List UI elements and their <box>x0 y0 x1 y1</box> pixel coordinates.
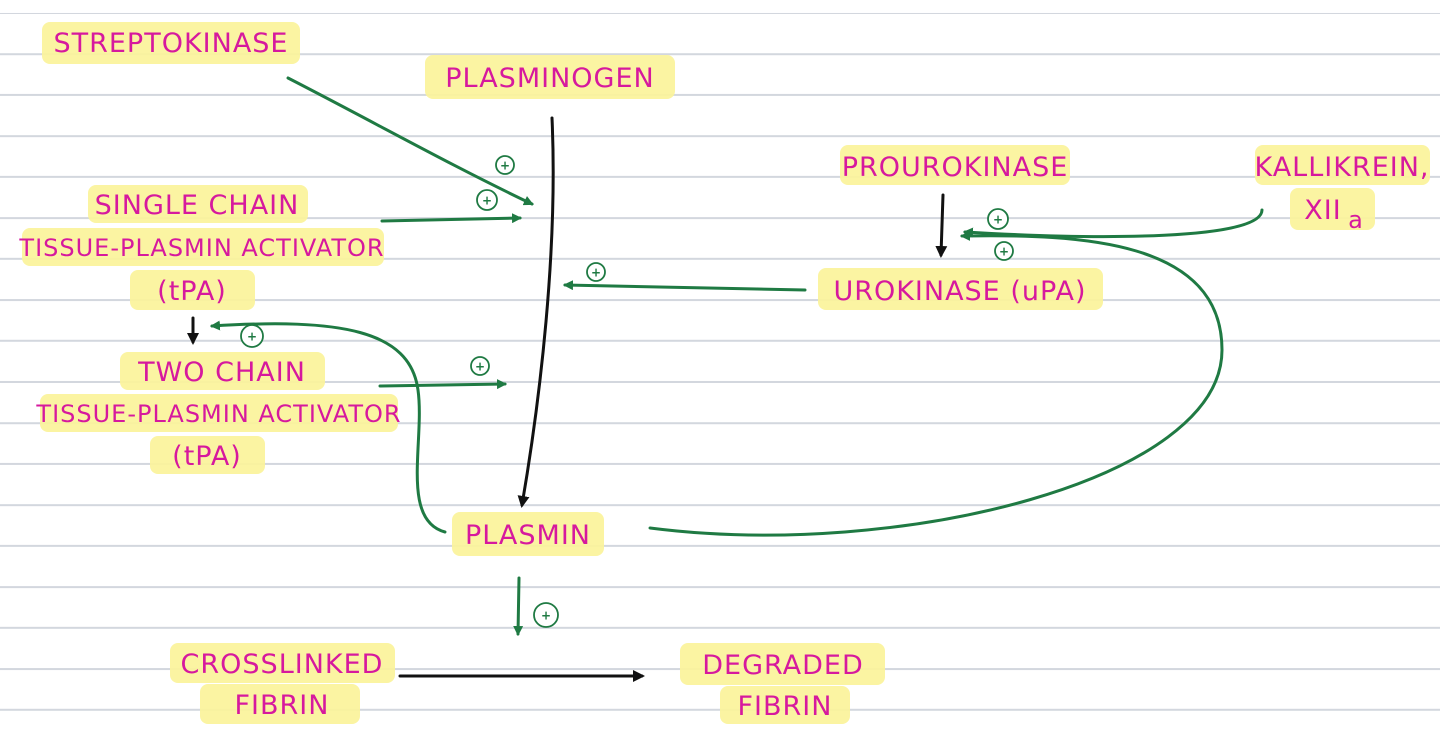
plus-marker-feedback-two-chain: + <box>240 324 264 348</box>
svg-text:+: + <box>482 194 492 208</box>
plus-marker-fibrin: + <box>533 602 559 628</box>
svg-text:+: + <box>541 609 551 623</box>
plasmin-to-two-chain-feedback-arrow <box>210 320 447 534</box>
two-chain-line-2: TISSUE-PLASMIN ACTIVATOR <box>35 400 401 428</box>
degraded-line-2: FIBRIN <box>738 691 833 722</box>
single-chain-tpa-label: SINGLE CHAIN TISSUE-PLASMIN ACTIVATOR (t… <box>18 190 384 307</box>
two-chain-tpa-arrow <box>378 379 507 390</box>
plasminogen-to-plasmin-arrow <box>517 116 555 508</box>
svg-text:+: + <box>999 245 1009 259</box>
urokinase-arrow <box>563 280 807 292</box>
kallikrein-line-2: XII <box>1304 195 1341 226</box>
prourokinase-label: PROUROKINASE <box>842 152 1069 183</box>
two-chain-line-1: TWO CHAIN <box>137 357 306 388</box>
plus-marker-streptokinase: + <box>495 155 515 175</box>
svg-text:+: + <box>591 266 601 280</box>
streptokinase-label: STREPTOKINASE <box>53 28 288 59</box>
single-chain-line-3: (tPA) <box>157 276 227 307</box>
activation-markers: + + + + + + + + <box>240 155 1014 628</box>
single-chain-line-2: TISSUE-PLASMIN ACTIVATOR <box>18 234 384 262</box>
crosslinked-line-2: FIBRIN <box>235 690 330 721</box>
kallikrein-subscript: a <box>1348 206 1364 234</box>
svg-text:+: + <box>475 360 485 374</box>
highlights <box>22 22 1430 724</box>
prourokinase-to-urokinase-arrow <box>935 193 948 258</box>
plasminogen-label: PLASMINOGEN <box>445 63 654 94</box>
svg-text:+: + <box>993 213 1003 227</box>
two-chain-line-3: (tPA) <box>172 441 242 472</box>
degraded-line-1: DEGRADED <box>702 650 864 681</box>
plasmin-to-prourokinase-feedback-arrow <box>648 230 1224 537</box>
plus-marker-feedback-prourokinase: + <box>994 241 1014 261</box>
kallikrein-label: KALLIKREIN, XII a <box>1254 152 1429 234</box>
plus-marker-single-chain: + <box>476 189 498 211</box>
svg-text:+: + <box>500 159 510 173</box>
plus-marker-urokinase: + <box>586 262 606 282</box>
single-chain-line-1: SINGLE CHAIN <box>95 190 300 221</box>
crosslinked-line-1: CROSSLINKED <box>181 649 384 680</box>
plasmin-label: PLASMIN <box>465 520 591 551</box>
two-chain-tpa-label: TWO CHAIN TISSUE-PLASMIN ACTIVATOR (tPA) <box>35 357 401 472</box>
plus-marker-kallikrein: + <box>987 208 1009 230</box>
crosslinked-fibrin-label: CROSSLINKED FIBRIN <box>181 649 384 721</box>
urokinase-label: UROKINASE (uPA) <box>833 276 1086 307</box>
kallikrein-arrow <box>963 208 1264 238</box>
single-chain-tpa-arrow <box>380 213 522 224</box>
svg-text:+: + <box>247 330 257 344</box>
degraded-fibrin-label: DEGRADED FIBRIN <box>702 650 864 722</box>
kallikrein-line-1: KALLIKREIN, <box>1254 152 1429 183</box>
streptokinase-arrow <box>286 76 534 206</box>
plus-marker-two-chain: + <box>470 356 490 376</box>
plasmin-to-fibrin-arrow <box>513 576 524 636</box>
